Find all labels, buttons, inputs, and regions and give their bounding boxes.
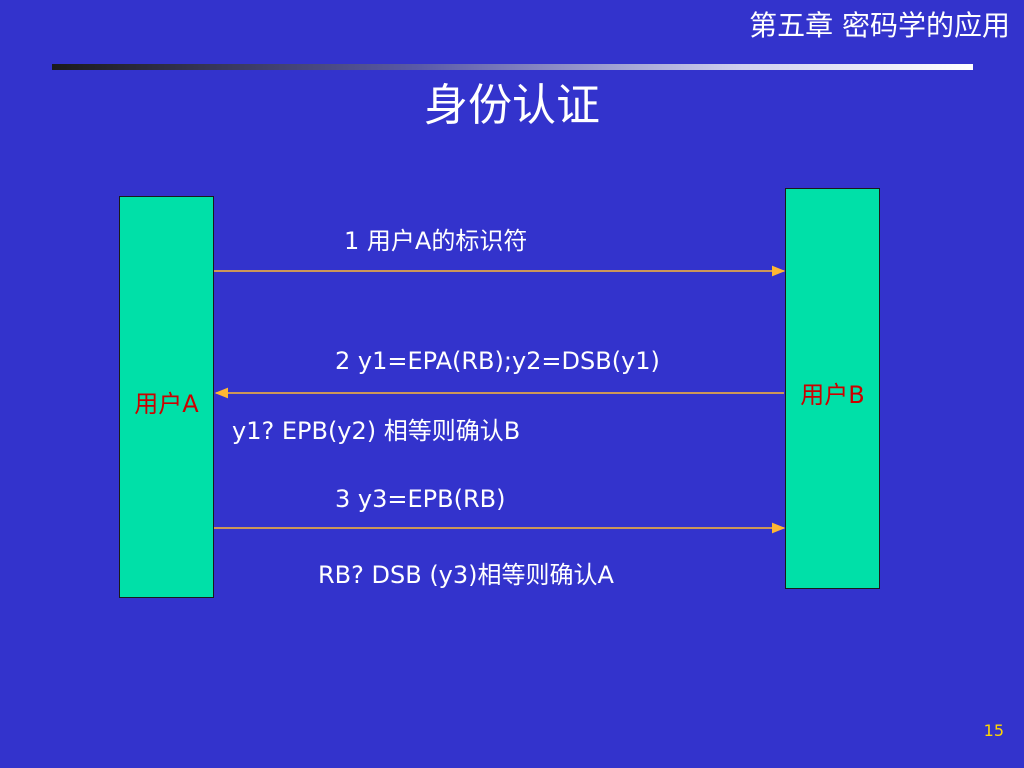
message-step-3: 3 y3=EPB(RB) bbox=[335, 485, 506, 513]
message-step-2: 2 y1=EPA(RB);y2=DSB(y1) bbox=[335, 347, 660, 375]
user-b-box: 用户B bbox=[785, 188, 880, 589]
title-divider bbox=[52, 64, 973, 70]
page-number: 15 bbox=[983, 721, 1004, 740]
user-b-label: 用户B bbox=[800, 381, 865, 409]
chapter-title: 第五章 密码学的应用 bbox=[749, 9, 1010, 42]
slide-title: 身份认证 bbox=[424, 80, 600, 131]
verify-a-text: RB? DSB (y3)相等则确认A bbox=[318, 561, 614, 589]
verify-b-text: y1? EPB(y2) 相等则确认B bbox=[232, 417, 521, 445]
user-a-box: 用户A bbox=[119, 196, 214, 598]
message-step-1: 1 用户A的标识符 bbox=[344, 227, 528, 255]
user-a-label: 用户A bbox=[134, 389, 199, 418]
